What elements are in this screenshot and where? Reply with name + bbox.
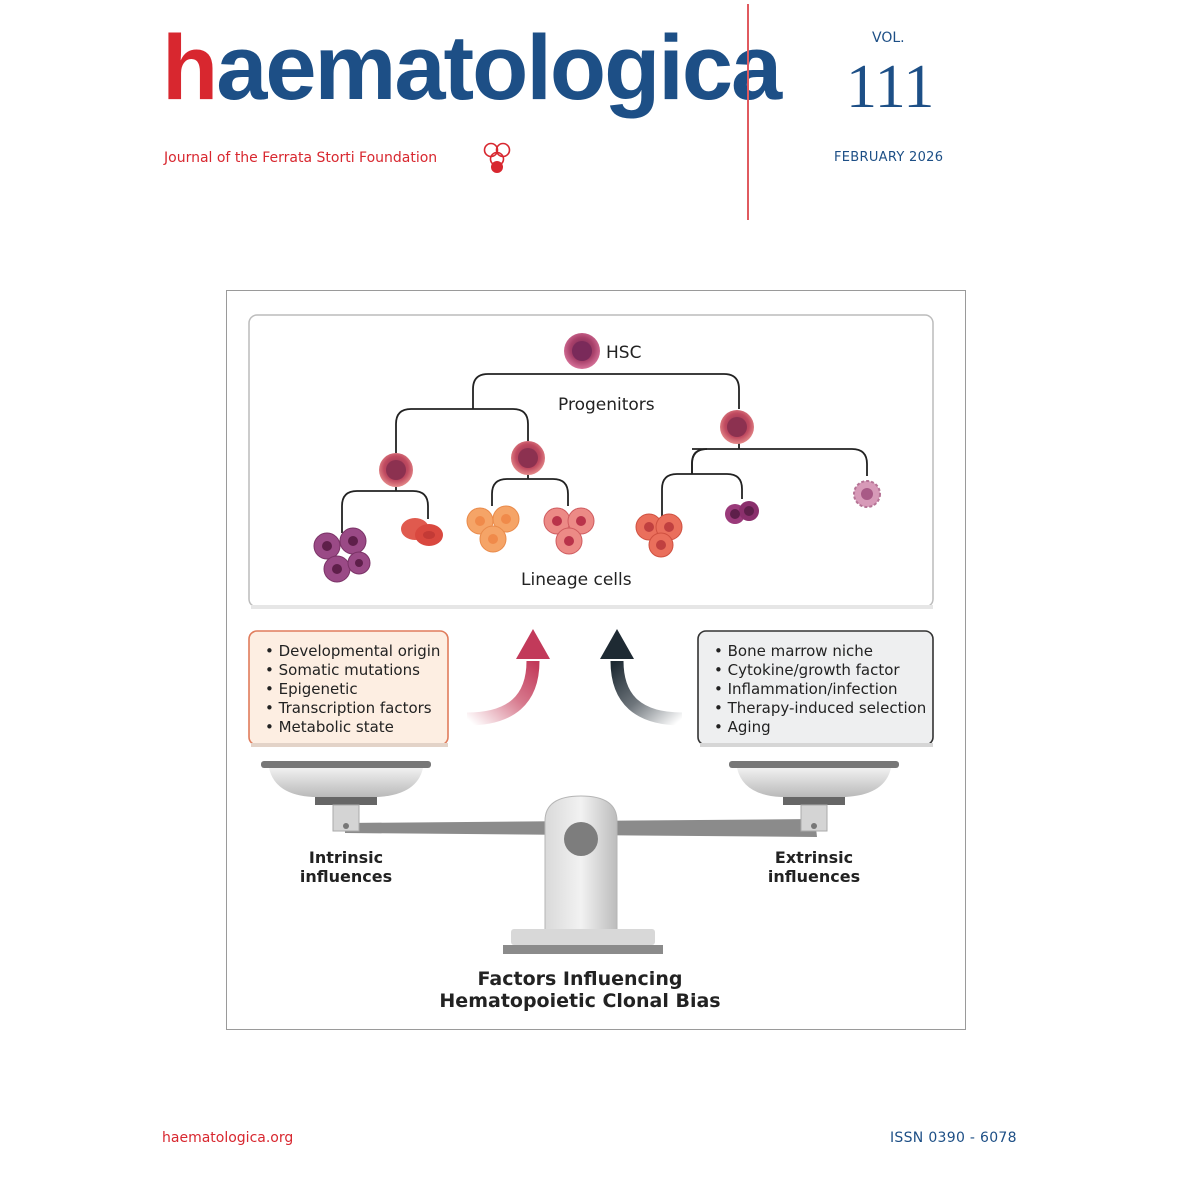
hsc-label: HSC xyxy=(606,343,641,363)
journal-subtitle: Journal of the Ferrata Storti Foundation xyxy=(164,150,438,166)
extrinsic-factor-3: • Inflammation/infection xyxy=(714,680,898,698)
extrinsic-label-line2: influences xyxy=(768,867,860,886)
intrinsic-label-line1: Intrinsic xyxy=(309,848,383,867)
issn-number: ISSN 0390 - 6078 xyxy=(890,1130,1017,1146)
intrinsic-factor-5: • Metabolic state xyxy=(265,718,394,736)
ferrata-storti-logo-icon xyxy=(482,140,512,178)
lineage-tree-panel: HSC Progenitors xyxy=(248,314,934,609)
volume-number: 111 xyxy=(846,53,935,121)
intrinsic-factor-1: • Developmental origin xyxy=(265,642,440,660)
intrinsic-label-line2: influences xyxy=(300,867,392,886)
intrinsic-factor-4: • Transcription factors xyxy=(265,699,432,717)
extrinsic-label-line1: Extrinsic xyxy=(775,848,853,867)
progenitors-label: Progenitors xyxy=(558,395,655,415)
issue-date: FEBRUARY 2026 xyxy=(834,150,944,165)
journal-logo: haematologica xyxy=(162,22,782,114)
lineage-label: Lineage cells xyxy=(521,570,632,590)
journal-url[interactable]: haematologica.org xyxy=(162,1130,294,1146)
figure-caption-line2: Hematopoietic Clonal Bias xyxy=(439,990,720,1012)
figure-caption-line1: Factors Influencing xyxy=(478,968,683,990)
logo-rest: aematologica xyxy=(216,17,782,119)
lineage-cells xyxy=(313,480,881,583)
cover-figure: HSC Progenitors xyxy=(226,290,966,1030)
extrinsic-factor-2: • Cytokine/growth factor xyxy=(714,661,900,679)
extrinsic-factor-1: • Bone marrow niche xyxy=(714,642,873,660)
extrinsic-factor-5: • Aging xyxy=(714,718,771,736)
intrinsic-factor-3: • Epigenetic xyxy=(265,680,358,698)
intrinsic-factor-2: • Somatic mutations xyxy=(265,661,420,679)
extrinsic-factors-box: • Bone marrow niche • Cytokine/growth fa… xyxy=(697,630,934,747)
header-divider xyxy=(747,4,749,220)
intrinsic-arrow-icon xyxy=(466,629,550,726)
balance-scale-icon xyxy=(261,761,899,954)
intrinsic-factors-box: • Developmental origin • Somatic mutatio… xyxy=(248,630,449,747)
progenitor-cells xyxy=(379,410,754,487)
extrinsic-arrow-icon xyxy=(600,629,683,726)
extrinsic-factor-4: • Therapy-induced selection xyxy=(714,699,926,717)
volume-label: VOL. xyxy=(872,30,905,46)
logo-initial: h xyxy=(162,17,218,119)
